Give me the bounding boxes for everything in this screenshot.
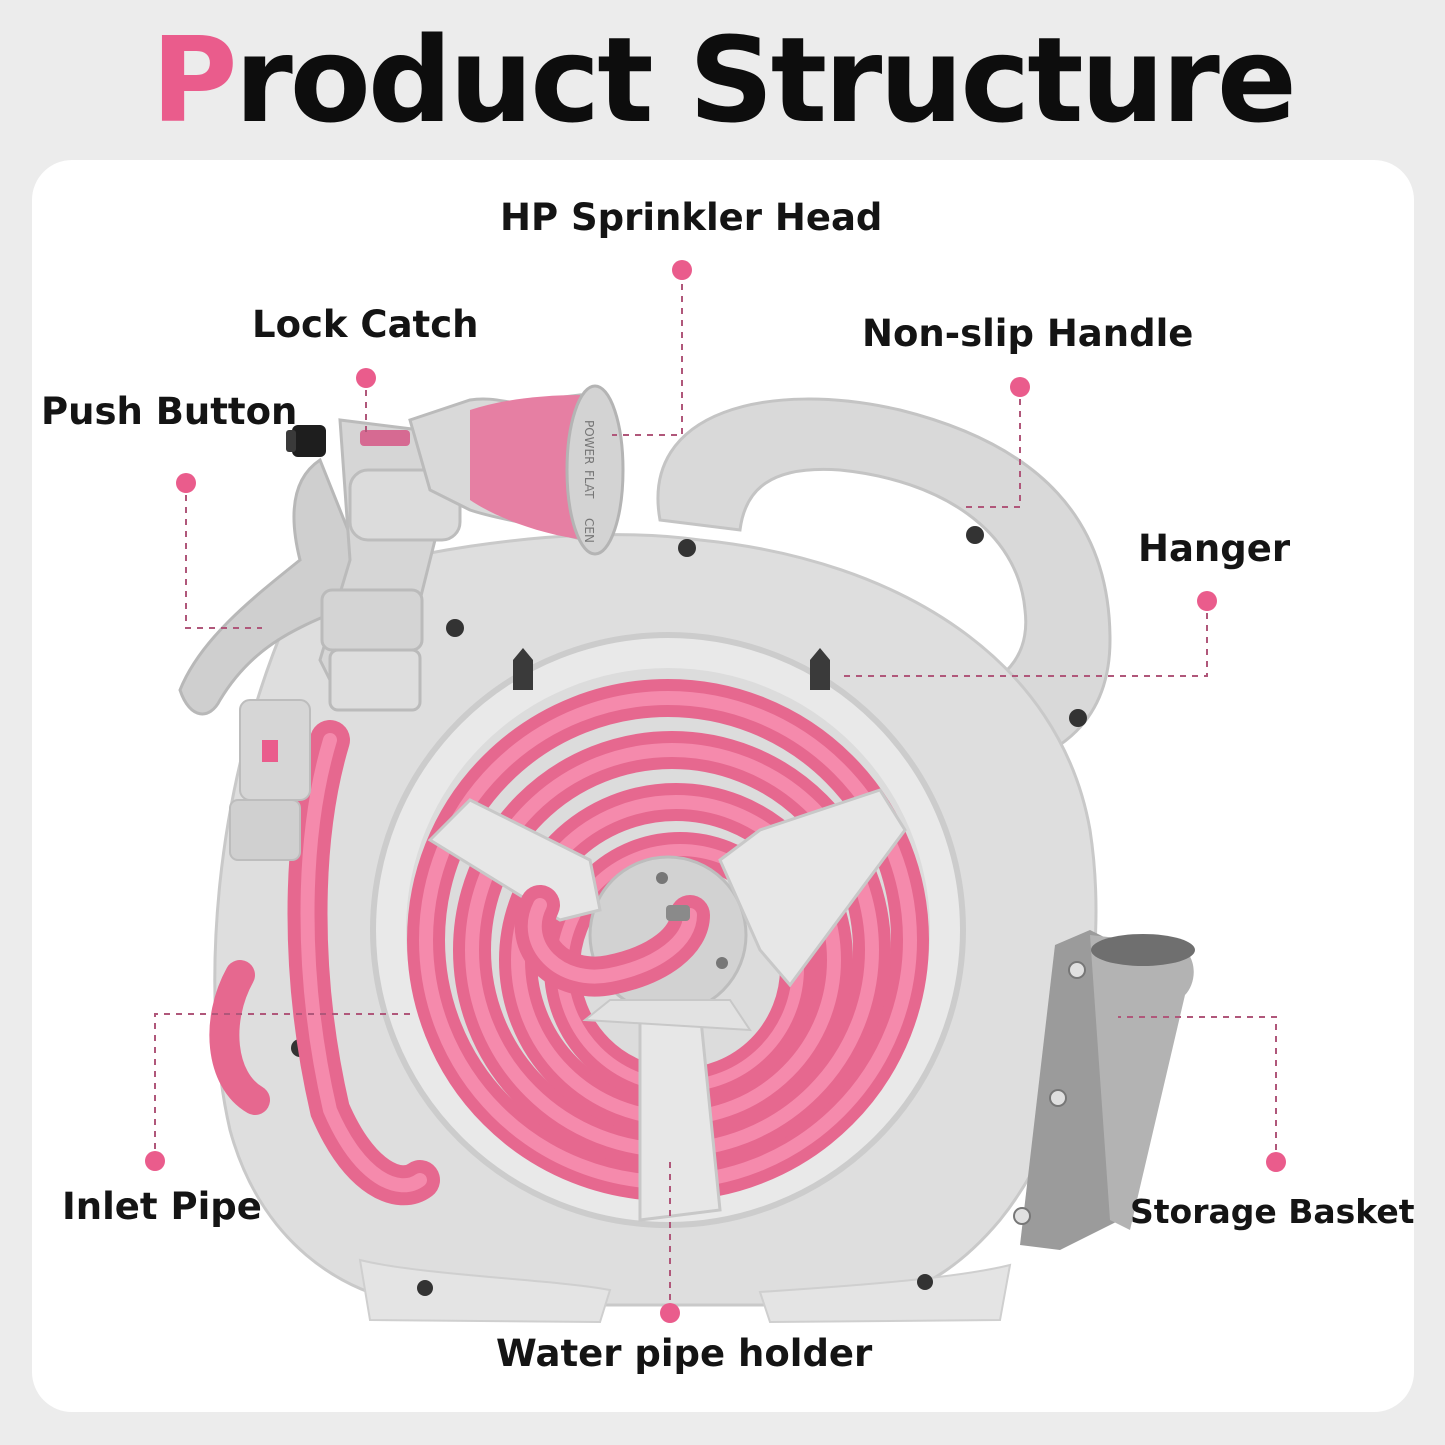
storage-basket <box>1013 930 1195 1250</box>
label-hanger: Hanger <box>1138 527 1291 570</box>
water-pipe-holder-dot <box>660 1303 680 1323</box>
page-title: Product Structure <box>0 10 1445 150</box>
push-button-dot <box>176 473 196 493</box>
inlet-pipe-hose <box>209 699 440 1206</box>
spray-gun: POWER FLAT CEN <box>178 384 625 716</box>
storage-basket-dot <box>1266 1152 1286 1172</box>
label-inlet-pipe: Inlet Pipe <box>62 1185 262 1228</box>
label-lock-catch: Lock Catch <box>252 303 479 346</box>
sprinkler-head-dot <box>672 260 692 280</box>
nozzle-cen-marking: CEN <box>582 518 596 543</box>
reel-hub <box>427 788 907 1222</box>
non-slip-handle-dot <box>1010 377 1030 397</box>
hanger-dot <box>1197 591 1217 611</box>
title-rest: roduct Structure <box>234 11 1297 149</box>
marker-dots <box>145 260 1286 1323</box>
label-sprinkler-head: HP Sprinkler Head <box>500 196 883 239</box>
nozzle-flat-marking: FLAT <box>582 470 596 499</box>
label-water-pipe-holder: Water pipe holder <box>496 1332 873 1375</box>
label-non-slip-handle: Non-slip Handle <box>862 312 1194 355</box>
title-first-letter: P <box>151 11 238 149</box>
label-push-button: Push Button <box>41 390 298 433</box>
leader-lines <box>154 272 1277 1312</box>
nozzle-power-marking: POWER <box>582 420 596 464</box>
lock-catch-dot <box>356 368 376 388</box>
inlet-pipe-dot <box>145 1151 165 1171</box>
label-storage-basket: Storage Basket <box>1130 1192 1415 1231</box>
